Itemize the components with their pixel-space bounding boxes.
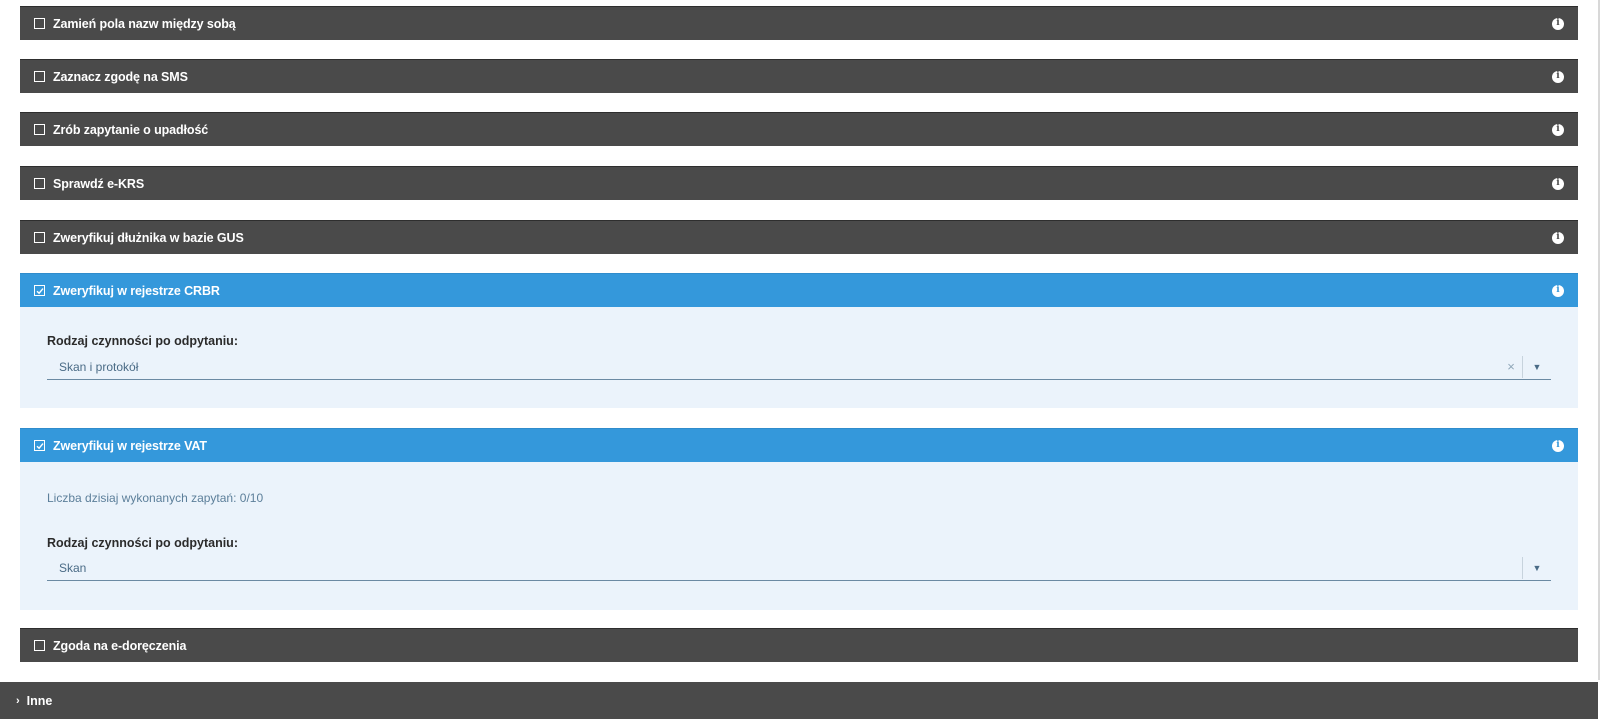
- field-label: Rodzaj czynności po odpytaniu:: [47, 334, 238, 348]
- checkbox-icon[interactable]: [34, 178, 45, 189]
- info-icon[interactable]: i: [1552, 284, 1564, 297]
- checkbox-icon[interactable]: [34, 640, 45, 651]
- section-body-crbr: Rodzaj czynności po odpytaniu: Skan i pr…: [20, 307, 1578, 408]
- section-label: Zaznacz zgodę na SMS: [53, 69, 188, 84]
- section-body-vat: Liczba dzisiaj wykonanych zapytań: 0/10 …: [20, 462, 1578, 610]
- chevron-right-icon: ›: [16, 694, 20, 707]
- clear-icon[interactable]: ×: [1507, 359, 1515, 374]
- section-crbr: Zweryfikuj w rejestrze CRBR i Rodzaj czy…: [20, 273, 1578, 408]
- section-label: Zamień pola nazw między sobą: [53, 16, 236, 31]
- info-icon[interactable]: i: [1552, 17, 1564, 30]
- select-separator: [1522, 355, 1523, 378]
- checkbox-icon[interactable]: [34, 124, 45, 135]
- section-header-sms-consent[interactable]: Zaznacz zgodę na SMS i: [20, 59, 1578, 93]
- section-header-ekrs[interactable]: Sprawdź e-KRS i: [20, 166, 1578, 200]
- section-sms-consent: Zaznacz zgodę na SMS i: [20, 59, 1578, 93]
- section-header-crbr[interactable]: Zweryfikuj w rejestrze CRBR i: [20, 273, 1578, 307]
- checkbox-icon[interactable]: [34, 71, 45, 82]
- field-label: Rodzaj czynności po odpytaniu:: [47, 536, 238, 550]
- section-ekrs: Sprawdź e-KRS i: [20, 166, 1578, 200]
- info-icon[interactable]: i: [1552, 177, 1564, 190]
- section-header-bankruptcy-query[interactable]: Zrób zapytanie o upadłość i: [20, 112, 1578, 146]
- section-bankruptcy-query: Zrób zapytanie o upadłość i: [20, 112, 1578, 146]
- section-label: Sprawdź e-KRS: [53, 176, 145, 191]
- section-header-gus-verify[interactable]: Zweryfikuj dłużnika w bazie GUS i: [20, 220, 1578, 254]
- section-gus-verify: Zweryfikuj dłużnika w bazie GUS i: [20, 220, 1578, 254]
- section-swap-names: Zamień pola nazw między sobą i: [20, 6, 1578, 40]
- section-label: Zweryfikuj w rejestrze CRBR: [53, 283, 220, 298]
- section-vat: Zweryfikuj w rejestrze VAT i Liczba dzis…: [20, 428, 1578, 610]
- section-label: Zrób zapytanie o upadłość: [53, 122, 209, 137]
- action-type-select[interactable]: Skan i protokół × ▼: [47, 354, 1551, 380]
- select-value: Skan: [59, 560, 87, 575]
- other-section-label: Inne: [26, 693, 53, 708]
- action-type-select[interactable]: Skan ▼: [47, 555, 1551, 581]
- section-header-vat[interactable]: Zweryfikuj w rejestrze VAT i: [20, 428, 1578, 462]
- select-separator: [1522, 556, 1523, 579]
- section-header-swap-names[interactable]: Zamień pola nazw między sobą i: [20, 6, 1578, 40]
- section-label: Zweryfikuj w rejestrze VAT: [53, 438, 207, 453]
- checkbox-checked-icon[interactable]: [34, 285, 45, 296]
- info-icon[interactable]: i: [1552, 231, 1564, 244]
- scrollbar[interactable]: [1598, 0, 1600, 680]
- chevron-down-icon[interactable]: ▼: [1532, 562, 1542, 573]
- info-icon[interactable]: i: [1552, 70, 1564, 83]
- checkbox-icon[interactable]: [34, 18, 45, 29]
- section-header-edelivery-consent[interactable]: Zgoda na e-doręczenia: [20, 628, 1578, 662]
- section-label: Zgoda na e-doręczenia: [53, 638, 187, 653]
- section-label: Zweryfikuj dłużnika w bazie GUS: [53, 230, 244, 245]
- info-icon[interactable]: i: [1552, 123, 1564, 136]
- select-value: Skan i protokół: [59, 359, 139, 374]
- other-section-toggle[interactable]: › Inne: [0, 682, 1598, 719]
- section-edelivery-consent: Zgoda na e-doręczenia: [20, 628, 1578, 662]
- info-icon[interactable]: i: [1552, 439, 1564, 452]
- checkbox-checked-icon[interactable]: [34, 440, 45, 451]
- chevron-down-icon[interactable]: ▼: [1532, 361, 1542, 372]
- query-count-text: Liczba dzisiaj wykonanych zapytań: 0/10: [47, 491, 264, 505]
- checkbox-icon[interactable]: [34, 232, 45, 243]
